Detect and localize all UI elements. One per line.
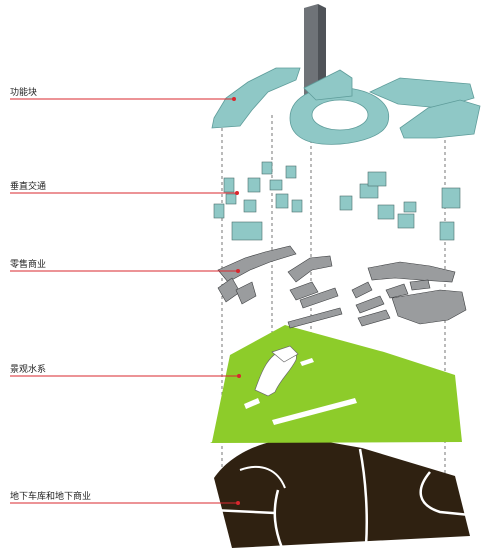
core-box bbox=[269, 179, 283, 191]
core-box bbox=[377, 204, 395, 220]
core-box bbox=[223, 177, 235, 193]
core-box bbox=[225, 193, 237, 205]
tower-front bbox=[304, 4, 318, 95]
core-box bbox=[441, 187, 461, 209]
retail-block bbox=[289, 281, 319, 301]
core-box bbox=[439, 221, 455, 241]
block-mid bbox=[303, 69, 353, 101]
core-box bbox=[243, 199, 257, 213]
retail-block bbox=[351, 281, 373, 299]
retail-block bbox=[287, 255, 333, 283]
water-channel bbox=[244, 398, 260, 409]
retail-block bbox=[299, 287, 339, 309]
core-box bbox=[213, 203, 225, 219]
label-landscape-water: 景观水系 bbox=[10, 363, 46, 375]
water-channel bbox=[272, 398, 357, 425]
layer-landscape bbox=[210, 325, 462, 443]
ring-courtyard bbox=[311, 99, 369, 131]
landscape-plane bbox=[210, 325, 462, 443]
water-feature bbox=[271, 345, 299, 363]
core-box bbox=[285, 165, 297, 179]
basement-gap-line bbox=[273, 489, 284, 549]
block-right-upper bbox=[369, 77, 475, 109]
label-vertical-circulation: 垂直交通 bbox=[10, 180, 46, 192]
core-box bbox=[367, 171, 387, 187]
layer-retail bbox=[217, 245, 467, 329]
retail-block bbox=[367, 261, 456, 283]
core-box bbox=[291, 199, 303, 213]
retail-block bbox=[357, 309, 391, 327]
retail-block bbox=[287, 307, 343, 329]
layer-vertical-circulation bbox=[213, 161, 461, 241]
core-box bbox=[261, 161, 273, 175]
retail-block bbox=[409, 279, 431, 291]
core-box bbox=[231, 221, 263, 241]
basement-gap-line bbox=[419, 471, 471, 517]
retail-block bbox=[355, 295, 385, 314]
label-underground: 地下车库和地下商业 bbox=[10, 490, 91, 502]
core-box bbox=[397, 213, 415, 229]
basement-gap-line bbox=[239, 465, 286, 489]
core-box bbox=[339, 195, 353, 211]
retail-block bbox=[385, 283, 409, 299]
layer-underground bbox=[211, 437, 471, 549]
basement-gap-line bbox=[211, 508, 276, 515]
water-channel bbox=[300, 358, 314, 366]
tower-side bbox=[318, 4, 326, 92]
label-retail: 零售商业 bbox=[10, 258, 46, 270]
layer-labels: 功能块 垂直交通 零售商业 景观水系 地下车库和地下商业 bbox=[10, 86, 241, 505]
core-box bbox=[275, 193, 289, 209]
basement-slab bbox=[214, 437, 470, 548]
retail-block bbox=[217, 245, 297, 283]
retail-block bbox=[235, 281, 257, 305]
retail-block bbox=[391, 289, 467, 325]
basement-gap-line bbox=[358, 448, 368, 547]
layer-functional-blocks bbox=[211, 4, 481, 145]
core-box bbox=[247, 177, 261, 193]
core-box bbox=[403, 201, 417, 213]
label-functional-blocks: 功能块 bbox=[10, 86, 37, 98]
block-left bbox=[211, 67, 301, 129]
block-right-lower bbox=[399, 99, 481, 139]
